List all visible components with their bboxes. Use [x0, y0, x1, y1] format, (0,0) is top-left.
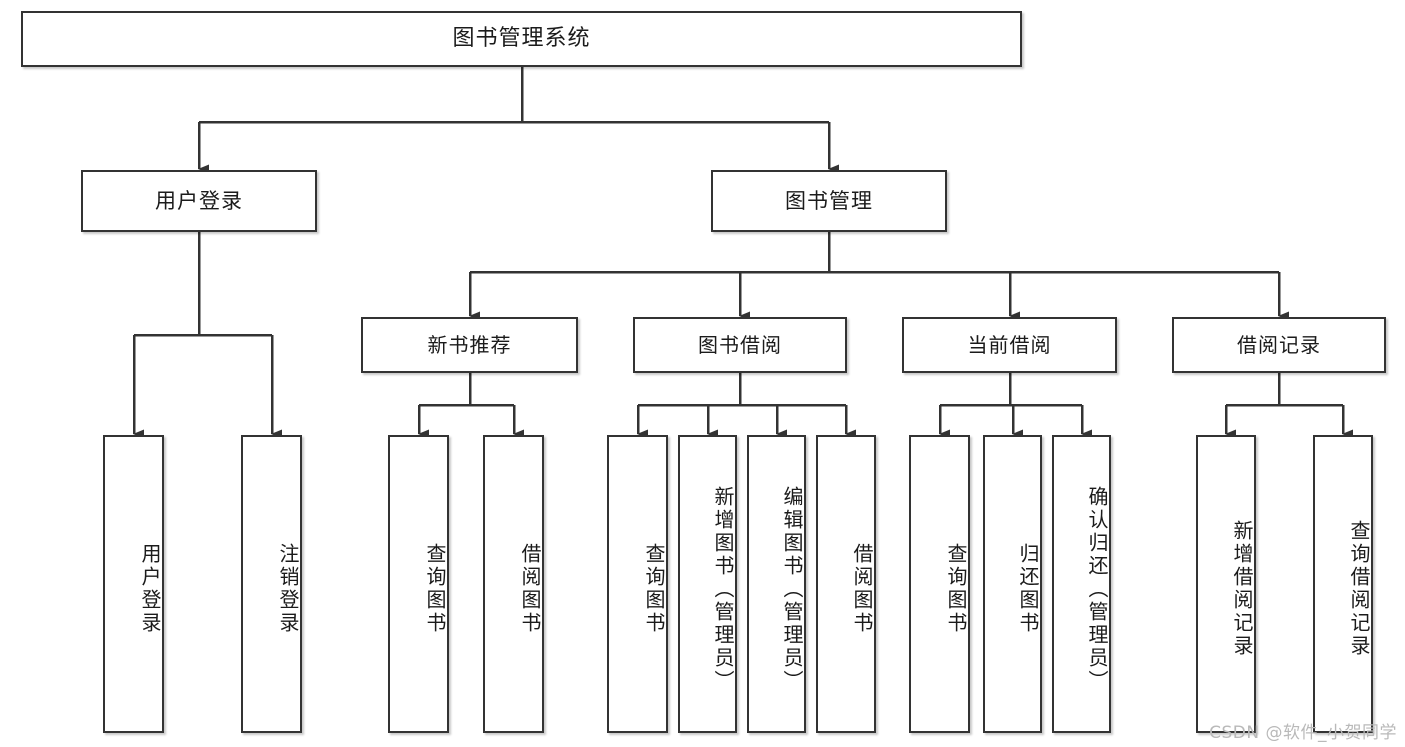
node-l-user-login[interactable]: 用户登录 [103, 435, 164, 733]
node-label: 借阅记录 [1237, 332, 1321, 357]
node-label: 借阅图书 [518, 543, 542, 635]
node-label: 用户登录 [138, 543, 162, 635]
node-l-bb-edit[interactable]: 编辑图书（管理员） [747, 435, 806, 733]
node-label: 归还图书 [1016, 543, 1040, 635]
node-l-cb-return[interactable]: 归还图书 [983, 435, 1042, 733]
node-label: 注销登录 [276, 543, 300, 635]
node-l-user-logout[interactable]: 注销登录 [241, 435, 302, 733]
node-label: 查询图书 [642, 543, 666, 635]
node-n-user-login[interactable]: 用户登录 [81, 170, 317, 232]
node-label: 编辑图书（管理员） [780, 485, 804, 693]
node-l-bb-query[interactable]: 查询图书 [607, 435, 668, 733]
node-l-cb-query[interactable]: 查询图书 [909, 435, 970, 733]
node-n-current-borrow[interactable]: 当前借阅 [902, 317, 1117, 373]
node-n-book-borrow[interactable]: 图书借阅 [633, 317, 847, 373]
node-n-borrow-record[interactable]: 借阅记录 [1172, 317, 1386, 373]
node-label: 新书推荐 [427, 332, 512, 357]
node-label: 当前借阅 [967, 332, 1052, 357]
node-n-new-book-rec[interactable]: 新书推荐 [361, 317, 578, 373]
node-l-bb-borrow[interactable]: 借阅图书 [816, 435, 876, 733]
node-l-cb-confirm[interactable]: 确认归还（管理员） [1052, 435, 1111, 733]
node-root[interactable]: 图书管理系统 [21, 11, 1022, 67]
node-l-br-query[interactable]: 查询借阅记录 [1313, 435, 1373, 733]
node-label: 图书管理 [785, 188, 873, 213]
node-label: 图书借阅 [698, 332, 782, 357]
node-l-rec-query[interactable]: 查询图书 [388, 435, 449, 733]
node-label: 查询借阅记录 [1347, 520, 1371, 658]
node-label: 借阅图书 [850, 543, 874, 635]
node-label: 确认归还（管理员） [1085, 485, 1109, 693]
watermark-text: CSDN @软件_小贺同学 [1209, 723, 1397, 743]
node-label: 用户登录 [155, 188, 243, 213]
node-n-book-mgmt[interactable]: 图书管理 [711, 170, 947, 232]
node-l-rec-borrow[interactable]: 借阅图书 [483, 435, 544, 733]
node-label: 查询图书 [944, 543, 968, 635]
node-label: 查询图书 [423, 543, 447, 635]
node-label: 新增借阅记录 [1230, 520, 1254, 658]
node-l-bb-add[interactable]: 新增图书（管理员） [678, 435, 737, 733]
node-l-br-add[interactable]: 新增借阅记录 [1196, 435, 1256, 733]
node-label: 图书管理系统 [452, 26, 591, 52]
node-label: 新增图书（管理员） [711, 485, 735, 693]
